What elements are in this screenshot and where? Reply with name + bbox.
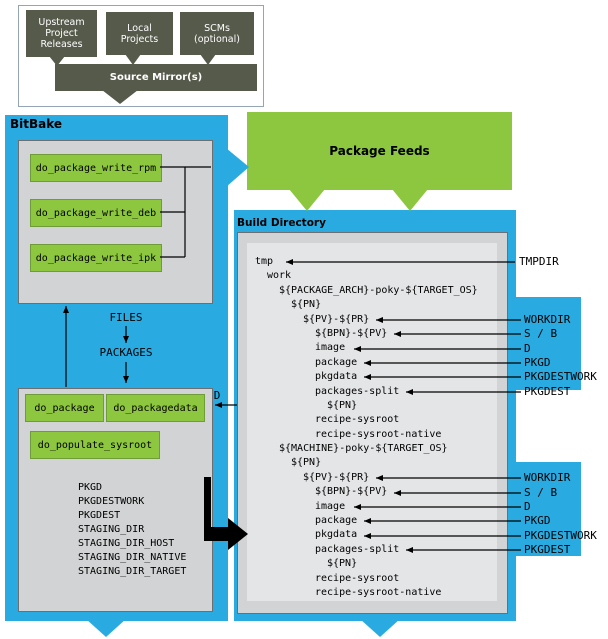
label-pkgd-2: PKGD bbox=[524, 514, 551, 527]
bitbake-to-feeds-arrow bbox=[226, 148, 249, 187]
tree-item: tmp bbox=[255, 256, 274, 267]
tree-item: package bbox=[315, 356, 358, 368]
package-task-group-box bbox=[18, 388, 213, 612]
right-label-panel-1 bbox=[510, 297, 581, 390]
task-do-populate-sysroot: do_populate_sysroot bbox=[30, 431, 160, 459]
tree-item: ${BPN}-${PV} bbox=[315, 327, 388, 339]
tree-item: ${BPN}-${PV} bbox=[315, 486, 388, 498]
build-directory-title: Build Directory bbox=[237, 217, 326, 229]
variable-item: STAGING_DIR_NATIVE bbox=[78, 552, 187, 563]
files-variable-label: FILES bbox=[109, 311, 143, 324]
tree-item: recipe-sysroot bbox=[315, 572, 400, 584]
tree-item: ${PN} bbox=[327, 399, 358, 411]
task-do-package-write-rpm: do_package_write_rpm bbox=[30, 154, 162, 182]
label-s-b-1: S / B bbox=[524, 327, 558, 340]
bitbake-title: BitBake bbox=[10, 117, 63, 131]
tree-item: pkgdata bbox=[315, 529, 358, 541]
source-mirrors-box: Source Mirror(s) bbox=[55, 64, 257, 91]
scms-box: SCMs (optional) bbox=[180, 12, 254, 55]
label-pkgdestwork-1: PKGDESTWORK bbox=[524, 370, 597, 383]
bitbake-continues-arrow bbox=[86, 619, 126, 637]
package-feeds-box: Package Feeds bbox=[247, 112, 512, 190]
build-directory-tree: tmp work ${PACKAGE_ARCH}-poky-${TARGET_OS}… bbox=[247, 255, 497, 600]
d-variable-label: D bbox=[213, 389, 221, 402]
variable-item: STAGING_DIR bbox=[78, 524, 145, 535]
tree-item: recipe-sysroot-native bbox=[315, 586, 442, 598]
build-directory-inner-panel bbox=[247, 243, 497, 601]
variable-item: STAGING_DIR_HOST bbox=[78, 538, 175, 549]
variable-item: PKGD bbox=[78, 482, 103, 493]
builddir-continues-arrow bbox=[360, 619, 400, 637]
label-pkgdest-1: PKGDEST bbox=[524, 385, 571, 398]
tree-item: ${PV}-${PR} bbox=[303, 471, 370, 483]
bitbake-variables-list: PKGD PKGDESTWORK PKGDEST STAGING_DIR STAGING… bbox=[78, 481, 186, 579]
label-workdir-1: WORKDIR bbox=[524, 313, 571, 326]
task-do-package: do_package bbox=[25, 394, 104, 422]
label-workdir-2: WORKDIR bbox=[524, 471, 571, 484]
feeds-down-arrow-right bbox=[392, 189, 428, 211]
label-tmpdir: TMPDIR bbox=[519, 255, 559, 268]
label-pkgdestwork-2: PKGDESTWORK bbox=[524, 529, 597, 542]
task-do-package-write-ipk: do_package_write_ipk bbox=[30, 244, 162, 272]
tree-item: ${PN} bbox=[291, 457, 322, 469]
variable-item: PKGDEST bbox=[78, 510, 121, 521]
tree-item: pkgdata bbox=[315, 371, 358, 383]
local-projects-box: Local Projects bbox=[106, 12, 173, 55]
label-d-1: D bbox=[524, 342, 531, 355]
right-label-panel-2 bbox=[510, 462, 581, 556]
label-pkgdest-2: PKGDEST bbox=[524, 543, 571, 556]
tree-item: packages-split bbox=[315, 385, 400, 397]
tree-item: ${PN} bbox=[291, 299, 322, 311]
tree-item: image bbox=[315, 342, 346, 354]
variable-item: STAGING_DIR_TARGET bbox=[78, 566, 187, 577]
feeds-down-arrow-left bbox=[289, 189, 325, 211]
task-do-package-write-deb: do_package_write_deb bbox=[30, 199, 162, 227]
label-s-b-2: S / B bbox=[524, 486, 558, 499]
tree-item: recipe-sysroot bbox=[315, 414, 400, 426]
task-do-packagedata: do_packagedata bbox=[106, 394, 205, 422]
label-d-2: D bbox=[524, 500, 531, 513]
tree-item: work bbox=[267, 270, 292, 282]
packages-variable-label: PACKAGES bbox=[99, 346, 153, 359]
tree-item: package bbox=[315, 515, 358, 527]
tree-item: ${PACKAGE_ARCH}-poky-${TARGET_OS} bbox=[279, 284, 478, 296]
tree-item: recipe-sysroot-native bbox=[315, 428, 442, 440]
tree-item: ${MACHINE}-poky-${TARGET_OS} bbox=[279, 443, 448, 455]
tree-item: ${PV}-${PR} bbox=[303, 313, 370, 325]
tree-item: image bbox=[315, 500, 346, 512]
tree-item: ${PN} bbox=[327, 558, 358, 570]
label-pkgd-1: PKGD bbox=[524, 356, 551, 369]
variable-item: PKGDESTWORK bbox=[78, 496, 145, 507]
tree-item: packages-split bbox=[315, 543, 400, 555]
upstream-project-releases-box: Upstream Project Releases bbox=[26, 10, 97, 57]
